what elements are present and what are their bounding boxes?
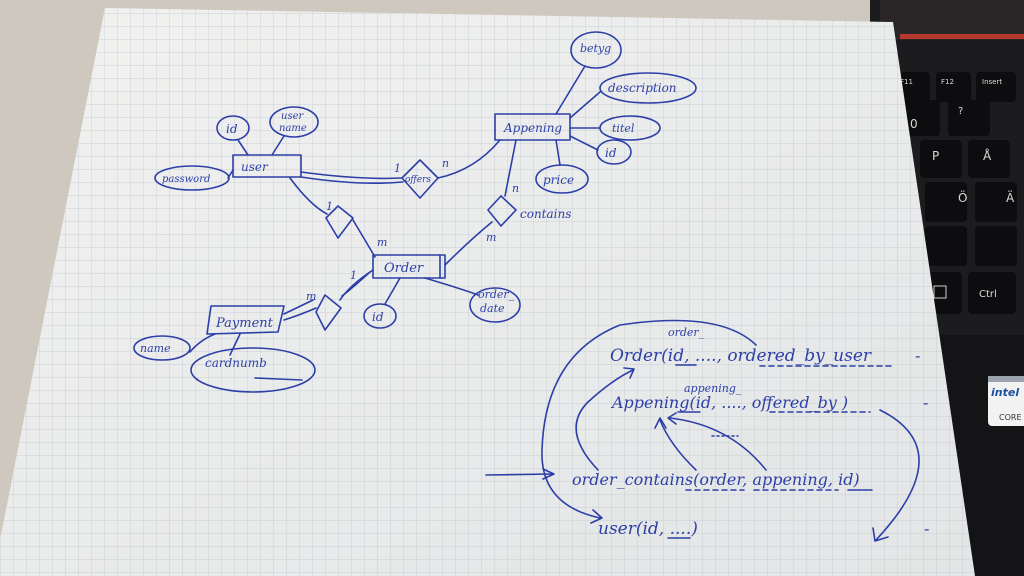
- order-entity-box: [372, 254, 446, 279]
- contains-relationship: [487, 195, 517, 227]
- key-label-0: 0: [910, 117, 918, 131]
- user-name-label-2: name: [279, 123, 307, 134]
- key-label-p: P: [932, 149, 939, 163]
- schema-reference-arrows: [485, 319, 920, 542]
- order-date-label-1: order_: [478, 288, 515, 301]
- cardnumb-attr: [190, 347, 316, 393]
- menu-key-icon: [933, 285, 947, 299]
- user-entity-box: [232, 154, 302, 178]
- pays-payment-card: m: [306, 290, 316, 303]
- schema-appening-dash: -: [923, 393, 928, 412]
- order-entity-label: Order: [384, 261, 424, 276]
- price-label: price: [543, 173, 574, 187]
- key-p: [920, 140, 962, 178]
- key-f12: [936, 72, 971, 102]
- key-label-f12: F12: [941, 78, 954, 86]
- offers-appening-card: n: [442, 157, 449, 170]
- payment-entity-box: [206, 305, 285, 335]
- titel-label: titel: [612, 122, 635, 135]
- pays-relationship: [315, 294, 342, 331]
- offers-relationship: [401, 159, 439, 199]
- user-id-attr: [216, 115, 250, 141]
- key-0: [902, 100, 940, 136]
- key-label-a-umlaut: Ä: [1006, 190, 1015, 205]
- relational-schema: order_ Order(id, ...., ordered_by_user -…: [485, 319, 929, 542]
- appening-id-label: id: [605, 146, 617, 160]
- key-question: [948, 100, 990, 136]
- offers-label: offers: [405, 175, 431, 185]
- order-id-attr: [363, 303, 397, 329]
- key-label-f11: F11: [900, 78, 913, 86]
- order-id-label: id: [372, 310, 384, 324]
- key-o-umlaut: [925, 182, 967, 222]
- schema-user-dash: -: [924, 519, 929, 538]
- price-attr: [535, 164, 589, 194]
- schema-appening-prefix: appening_: [684, 382, 742, 395]
- name-label: name: [140, 342, 171, 355]
- description-label: description: [608, 81, 677, 95]
- appening-id-attr: [596, 139, 632, 165]
- name-attr: [133, 335, 191, 361]
- offers-user-card: 1: [394, 162, 401, 175]
- schema-contains-line: order_contains(order, appening, id): [572, 470, 860, 489]
- schema-user-line: user(id, ....): [598, 519, 698, 539]
- places-order-card: m: [377, 236, 387, 249]
- betyg-label: betyg: [580, 42, 611, 55]
- user-id-label: id: [226, 122, 238, 136]
- key-insert: [976, 72, 1016, 102]
- key-label-o-umlaut: Ö: [958, 189, 967, 205]
- user-name-label-1: user: [281, 111, 304, 122]
- key-label-ctrl: Ctrl: [979, 289, 997, 300]
- key-label-a-ring: Å: [983, 148, 992, 163]
- user-entity-label: user: [241, 160, 269, 174]
- places-user-card: 1: [326, 200, 333, 213]
- order-date-label-2: date: [480, 302, 505, 315]
- payment-entity-label: Payment: [215, 316, 274, 331]
- pays-order-card: 1: [350, 269, 357, 282]
- er-connector-lines: [133, 31, 697, 393]
- key-ctrl: [968, 272, 1016, 314]
- appening-entity-label: Appening: [503, 121, 562, 135]
- intel-brand: intel: [991, 386, 1019, 399]
- intel-badge: [988, 376, 1024, 426]
- user-name-attr: [269, 106, 319, 138]
- order-date-attr: [469, 287, 521, 323]
- key-label-question: ?: [958, 106, 963, 117]
- key-f11: [895, 72, 930, 102]
- key-label-insert: Insert: [982, 78, 1002, 86]
- schema-appening-line: Appening(id, ...., offered_by ): [610, 393, 848, 412]
- er-labels: user Appening Order Payment id user name…: [140, 42, 677, 370]
- appening-entity-box: [494, 113, 571, 141]
- password-attr: [154, 165, 230, 191]
- contains-order-card: m: [486, 231, 496, 244]
- schema-order-dash: -: [915, 346, 920, 365]
- description-attr: [599, 72, 697, 104]
- schema-key-underlines: [667, 364, 896, 539]
- schema-order-line: Order(id, ...., ordered_by_user: [610, 346, 872, 366]
- cardnumb-label: cardnumb: [205, 356, 267, 370]
- betyg-attr: [570, 31, 622, 69]
- intel-core: CORE: [999, 413, 1022, 422]
- key-a-ring: [968, 140, 1010, 178]
- places-relationship: [325, 205, 354, 239]
- key-a-umlaut: [975, 182, 1017, 222]
- password-label: password: [162, 174, 210, 185]
- contains-label: contains: [520, 207, 571, 221]
- contains-appening-card: n: [512, 182, 519, 195]
- schema-order-prefix: order_: [668, 326, 705, 339]
